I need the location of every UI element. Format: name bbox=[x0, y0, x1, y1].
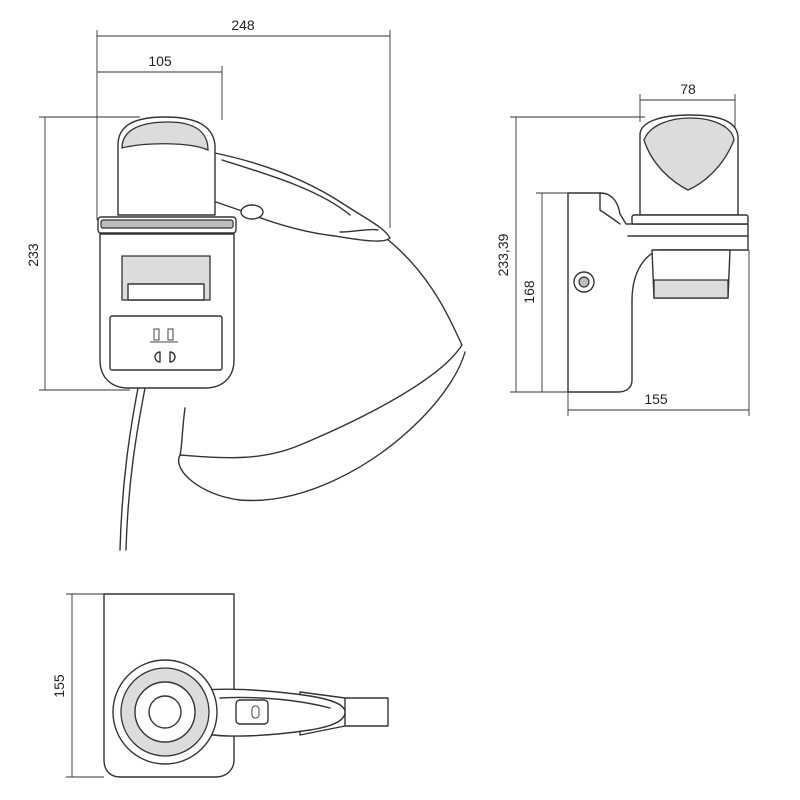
dimension-233-39: 233,39 bbox=[495, 116, 645, 393]
dimension-155-side: 155 bbox=[567, 250, 750, 416]
dim-label-155-side: 155 bbox=[644, 391, 668, 407]
socket-pin-right bbox=[169, 351, 176, 363]
switch-indicator-left bbox=[153, 328, 160, 341]
dimension-168: 168 bbox=[521, 192, 570, 392]
side-wall-bracket bbox=[567, 192, 749, 393]
power-cord bbox=[119, 387, 139, 551]
dryer-handle bbox=[209, 151, 391, 242]
dim-label-155-top: 155 bbox=[51, 674, 67, 698]
dimension-233: 233 bbox=[25, 116, 140, 391]
dim-label-248: 248 bbox=[231, 17, 255, 33]
switch-indicator-right bbox=[167, 328, 174, 341]
top-view: 155 bbox=[51, 593, 389, 778]
dim-label-78: 78 bbox=[680, 81, 696, 97]
dimension-105: 105 bbox=[97, 53, 223, 120]
front-view: 248 105 233 bbox=[25, 17, 466, 551]
switch-panel bbox=[109, 315, 223, 371]
socket-pin-left bbox=[154, 351, 161, 363]
dimension-248: 248 bbox=[96, 17, 391, 228]
top-dryer-nozzle-inner bbox=[148, 695, 182, 729]
side-view: 78 233,39 168 155 bbox=[495, 81, 750, 416]
cord-ring bbox=[240, 204, 264, 220]
spiral-cord-inner bbox=[179, 407, 186, 456]
dim-label-233-39: 233,39 bbox=[495, 233, 511, 276]
dim-label-233: 233 bbox=[25, 243, 41, 267]
spiral-cord bbox=[177, 231, 466, 502]
dim-label-105: 105 bbox=[148, 53, 172, 69]
dim-label-168: 168 bbox=[521, 280, 537, 304]
dimension-155-top: 155 bbox=[51, 593, 104, 778]
